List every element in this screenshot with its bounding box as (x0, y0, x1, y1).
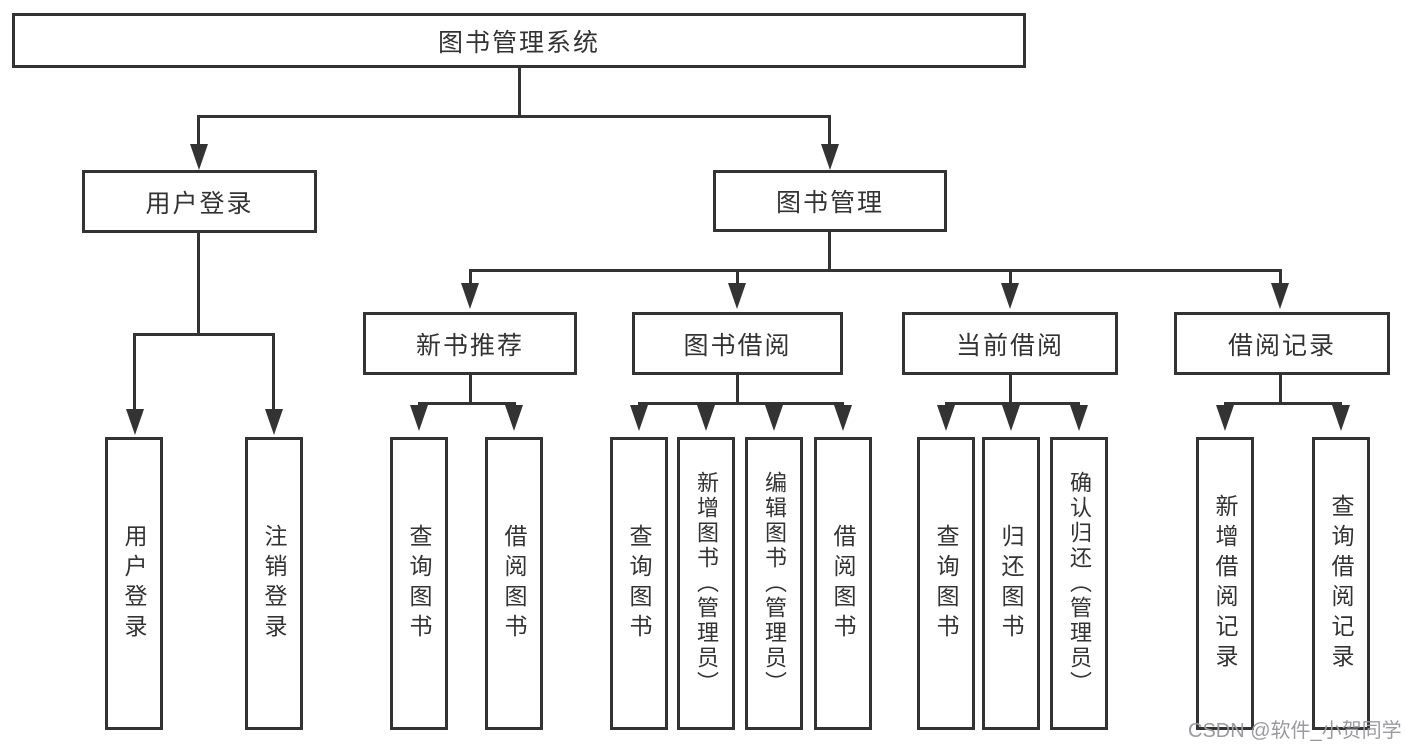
leaf-query-borrow-record-label: 查询借阅记录 (1328, 493, 1354, 674)
connector-book-borrow-vline (736, 375, 739, 404)
arrowhead-down-icon (765, 405, 783, 431)
leaf-confirm-return-admin: 确认归还（管理员） (1050, 437, 1108, 730)
connector-to-new-book-recommend-stem (469, 271, 472, 284)
leaf-query-book-recommend-label: 查询图书 (406, 523, 432, 644)
arrowhead-down-icon (834, 405, 852, 431)
node-new-book-recommend-label: 新书推荐 (415, 331, 524, 360)
connector-user-login-right-stem (272, 335, 275, 410)
arrowhead-down-icon (697, 405, 715, 431)
leaf-query-book-borrow-label: 查询图书 (626, 523, 652, 644)
connector-borrow-record-vline (1279, 375, 1282, 404)
leaf-borrow-book: 借阅图书 (814, 437, 872, 730)
node-book-management-label: 图书管理 (775, 189, 884, 217)
connector-user-login-left-stem (133, 335, 136, 410)
leaf-query-book-borrow: 查询图书 (610, 437, 668, 730)
arrowhead-down-icon (630, 405, 648, 431)
leaf-return-book-label: 归还图书 (998, 523, 1024, 644)
leaf-edit-book-admin: 编辑图书（管理员） (745, 437, 803, 730)
arrowhead-down-icon (728, 283, 746, 309)
connector-to-borrow-record-stem (1279, 271, 1282, 284)
leaf-confirm-return-admin-label: 确认归还（管理员） (1067, 471, 1092, 696)
leaf-query-borrow-record: 查询借阅记录 (1312, 437, 1370, 730)
node-root-label: 图书管理系统 (437, 28, 600, 57)
connector-current-borrow-vline (1009, 375, 1012, 404)
connector-new-book-recommend-vline (469, 375, 472, 404)
connector-current-borrow-hline (945, 402, 1080, 405)
node-root: 图书管理系统 (12, 13, 1026, 68)
connector-borrow-record-hline (1224, 402, 1342, 405)
arrowhead-down-icon (1216, 405, 1234, 431)
arrowhead-down-icon (190, 144, 208, 170)
node-user-login: 用户登录 (82, 170, 317, 233)
leaf-add-borrow-record-label: 新增借阅记录 (1212, 493, 1238, 674)
arrowhead-down-icon (126, 409, 144, 435)
leaf-add-book-admin: 新增图书（管理员） (677, 437, 735, 730)
leaf-query-book-recommend: 查询图书 (390, 437, 448, 730)
connector-to-current-borrow-stem (1009, 271, 1012, 284)
node-current-borrow: 当前借阅 (902, 312, 1118, 375)
leaf-query-book-current-label: 查询图书 (933, 523, 959, 644)
connector-book-management-hline (469, 269, 1282, 272)
connector-to-book-borrow-stem (736, 271, 739, 284)
arrowhead-down-icon (410, 405, 428, 431)
node-book-management: 图书管理 (713, 170, 947, 232)
leaf-user-login-label: 用户登录 (121, 523, 147, 644)
arrowhead-down-icon (937, 405, 955, 431)
node-new-book-recommend: 新书推荐 (363, 312, 577, 375)
node-borrow-record: 借阅记录 (1174, 312, 1390, 375)
arrowhead-down-icon (1002, 405, 1020, 431)
arrowhead-down-icon (505, 405, 523, 431)
leaf-logout: 注销登录 (245, 437, 303, 730)
connector-new-book-recommend-hline (418, 402, 516, 405)
node-book-borrow: 图书借阅 (632, 312, 843, 375)
connector-root-to-book-management-stem (828, 117, 831, 145)
node-book-borrow-label: 图书借阅 (683, 331, 792, 360)
leaf-return-book: 归还图书 (982, 437, 1040, 730)
connector-root-vline (518, 68, 521, 118)
connector-user-login-hline (133, 333, 275, 336)
leaf-add-book-admin-label: 新增图书（管理员） (694, 471, 719, 696)
leaf-borrow-book-recommend-label: 借阅图书 (501, 523, 527, 644)
arrowhead-down-icon (821, 144, 839, 170)
leaf-edit-book-admin-label: 编辑图书（管理员） (762, 471, 787, 696)
arrowhead-down-icon (1070, 405, 1088, 431)
node-current-borrow-label: 当前借阅 (955, 331, 1064, 360)
leaf-add-borrow-record: 新增借阅记录 (1196, 437, 1254, 730)
arrowhead-down-icon (1332, 405, 1350, 431)
node-borrow-record-label: 借阅记录 (1227, 331, 1336, 360)
leaf-query-book-current: 查询图书 (917, 437, 975, 730)
leaf-user-login: 用户登录 (105, 437, 163, 730)
connector-book-management-vline (828, 232, 831, 272)
connector-root-to-user-login-stem (197, 117, 200, 145)
connector-book-borrow-hline (638, 402, 844, 405)
node-user-login-label: 用户登录 (145, 189, 254, 218)
connector-root-hline (197, 115, 831, 118)
csdn-watermark: CSDN @软件_小贺同学 (1188, 720, 1402, 742)
leaf-borrow-book-recommend: 借阅图书 (485, 437, 543, 730)
leaf-logout-label: 注销登录 (261, 523, 287, 644)
leaf-borrow-book-label: 借阅图书 (830, 523, 856, 644)
connector-user-login-vline (197, 233, 200, 336)
arrowhead-down-icon (1271, 283, 1289, 309)
arrowhead-down-icon (1001, 283, 1019, 309)
arrowhead-down-icon (461, 283, 479, 309)
arrowhead-down-icon (265, 409, 283, 435)
